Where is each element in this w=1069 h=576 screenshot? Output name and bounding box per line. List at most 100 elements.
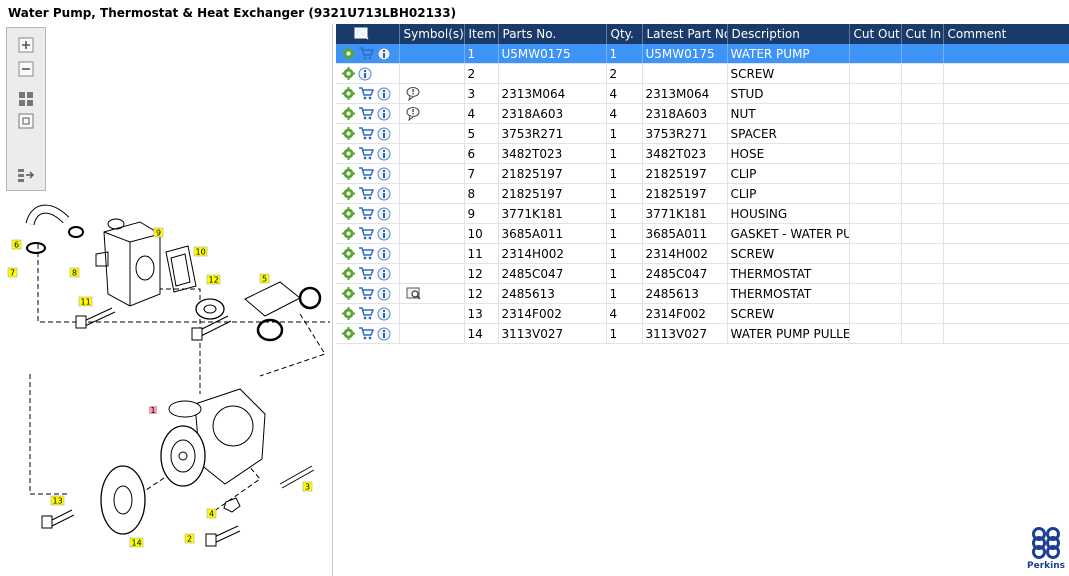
svg-text:6: 6 [14,241,19,250]
callout-2[interactable]: 2 [184,533,195,544]
row-tools[interactable] [336,143,400,164]
cell-cut-out [849,63,902,84]
fit-window-button[interactable] [17,112,35,130]
column-header-cut-in[interactable]: Cut In [901,24,944,44]
cell-qty: 2 [606,63,643,84]
cell-qty: 1 [606,143,643,164]
row-tools[interactable] [336,63,400,84]
info-icon [377,107,391,120]
row-tools[interactable] [336,83,400,104]
callout-8[interactable]: 8 [69,267,80,278]
row-tools[interactable] [336,303,400,324]
row-symbols[interactable] [399,263,465,284]
callout-1[interactable]: 1 [149,406,157,415]
callout-5[interactable]: 5 [259,273,270,284]
row-tools[interactable] [336,163,400,184]
column-header-cut-out[interactable]: Cut Out [849,24,902,44]
row-tools[interactable] [336,123,400,144]
export-icon [18,169,34,182]
row-tools[interactable] [336,223,400,244]
cell-item: 9 [464,203,499,224]
column-header-description[interactable]: Description [727,24,850,44]
callout-12[interactable]: 12 [206,274,221,285]
row-tools[interactable] [336,243,400,264]
cell-cut-out [849,203,902,224]
row-symbols[interactable] [399,143,465,164]
column-header-item[interactable]: Item [464,24,499,44]
cell-cut-in [901,83,944,104]
callout-10[interactable]: 10 [193,246,208,257]
callout-4[interactable]: 4 [206,508,217,519]
callout-7[interactable]: 7 [7,267,18,278]
row-symbols[interactable] [399,63,465,84]
cell-comment [943,143,1069,164]
row-symbols[interactable] [399,203,465,224]
row-symbols[interactable] [399,303,465,324]
callout-6[interactable]: 6 [11,239,22,250]
row-tools[interactable] [336,183,400,204]
row-symbols[interactable] [399,323,465,344]
row-tools[interactable] [336,283,400,304]
info-icon [377,207,391,220]
row-symbols[interactable] [399,123,465,144]
zoom-in-button[interactable] [17,36,35,54]
column-header-parts-no[interactable]: Parts No. [498,24,607,44]
cell-qty: 1 [606,263,643,284]
cell-item: 1 [464,44,499,64]
exploded-parts-diagram: 1 2 3 4 5 6 7 8 9 10 11 12 13 14 [7,204,330,548]
fit-all-button[interactable] [17,90,35,108]
column-header-comment[interactable]: Comment [943,24,1069,44]
info-icon [377,47,391,60]
row-tools[interactable] [336,323,400,344]
column-header-qty[interactable]: Qty. [606,24,643,44]
column-header-symbols[interactable]: Symbol(s) [399,24,465,44]
row-tools[interactable] [336,263,400,284]
column-header-tools[interactable] [336,24,400,44]
info-icon [377,267,391,280]
row-symbols[interactable] [399,283,465,304]
row-symbols[interactable] [399,223,465,244]
cell-description: HOUSING [727,203,850,224]
row-symbols[interactable] [399,44,465,64]
row-symbols[interactable] [399,163,465,184]
callout-11[interactable]: 11 [78,296,93,307]
row-symbols[interactable] [399,103,465,124]
info-icon [377,307,391,320]
row-tools[interactable] [336,103,400,124]
row-tools[interactable] [336,203,400,224]
cell-comment [943,323,1069,344]
cell-parts-no: 3753R271 [498,123,607,144]
zoom-out-button[interactable] [17,60,35,78]
callout-13[interactable]: 13 [50,495,65,506]
cell-latest-part-no: U5MW0175 [642,44,728,64]
cell-item: 13 [464,303,499,324]
column-header-latest-part-no[interactable]: Latest Part No. [642,24,728,44]
row-tools[interactable] [336,44,400,64]
row-symbols[interactable] [399,243,465,264]
callout-9[interactable]: 9 [153,227,164,238]
cart-icon [359,107,374,120]
callout-14[interactable]: 14 [129,537,144,548]
row-symbols[interactable] [399,183,465,204]
row-symbols[interactable] [399,83,465,104]
cell-comment [943,203,1069,224]
cell-parts-no: 2314F002 [498,303,607,324]
export-button[interactable] [17,166,35,184]
cell-description: WATER PUMP PULLEY [727,323,850,344]
callout-3[interactable]: 3 [302,481,313,492]
